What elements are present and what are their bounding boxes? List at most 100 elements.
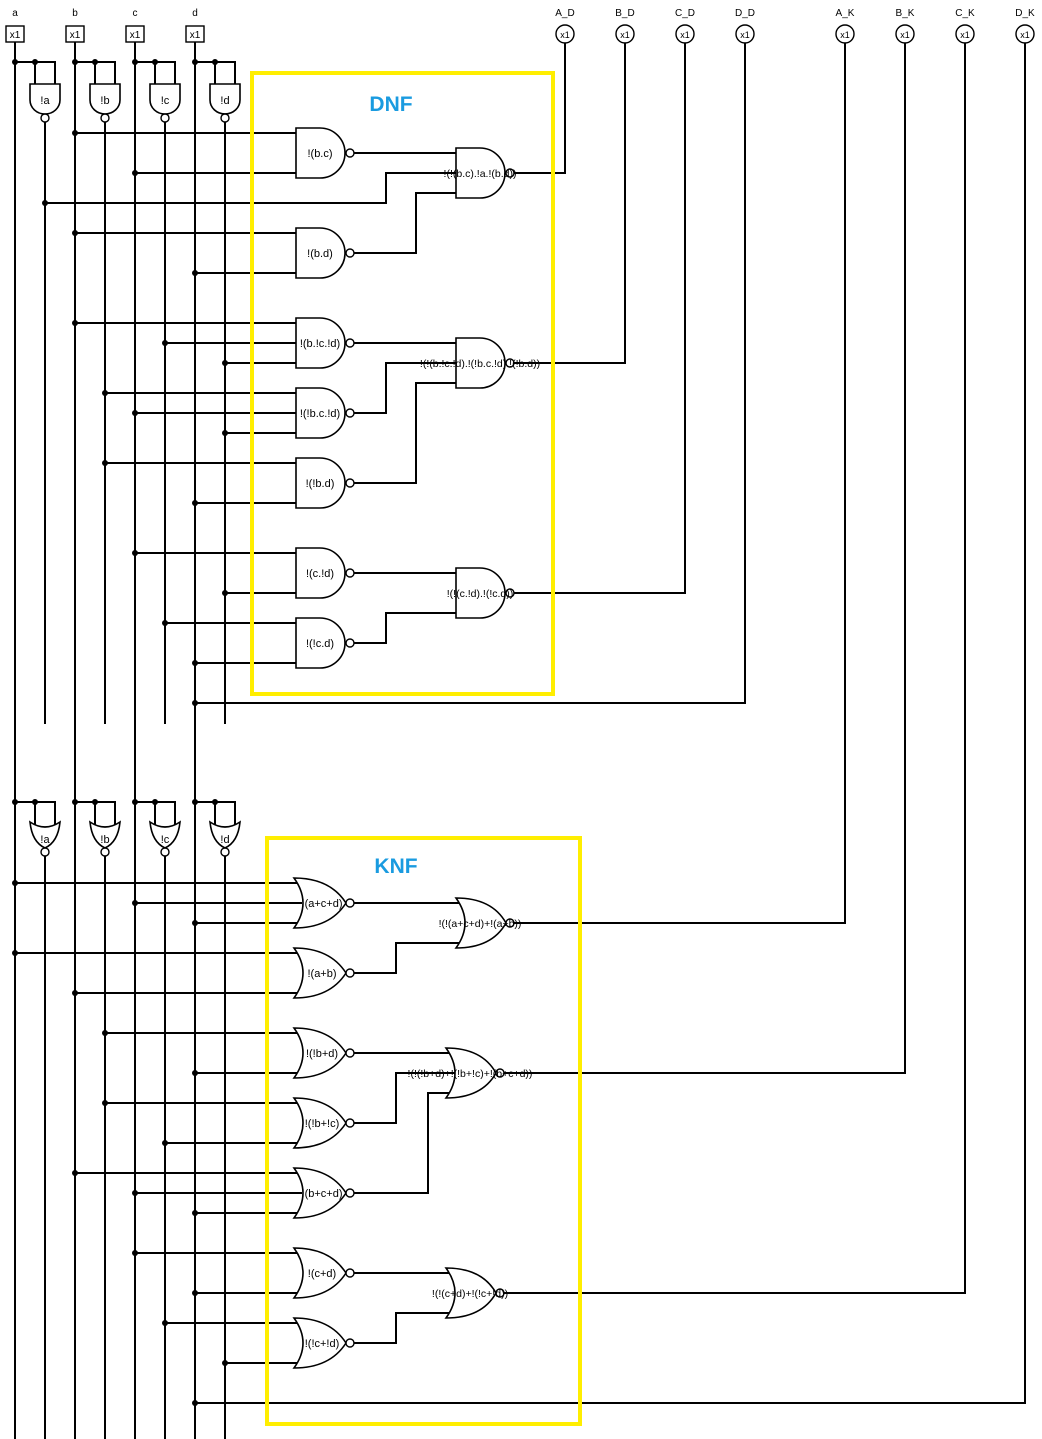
input-b-box: x1 [70,30,81,41]
knf-gate-2-label: !(a+b) [307,968,336,980]
output-B_K-box: x1 [900,30,910,40]
input-b: b x1 [65,8,85,43]
output-D_K: D_K x1 [1015,8,1035,44]
dnf-gate-2: !(b.d) [295,227,355,279]
knf-gate-5: !(b+c+d) [292,1167,355,1219]
dnf-out-2-label: !(!(b.!c.!d).!(!b.c.!d).!(!b.d)) [420,358,540,370]
dnf-gate-5-label: !(!b.d) [306,478,335,490]
dnf-gate-7: !(!c.d) [295,617,355,669]
knf-inverter-d: !d [192,799,241,857]
output-C_D: C_D x1 [675,8,695,44]
output-B_K: B_K x1 [895,8,915,44]
dnf-gate-4: !(!b.c.!d) [295,387,355,439]
knf-gate-2: !(a+b) [292,947,355,999]
dnf-box [250,71,555,696]
dnf-inv-c-label: !c [161,95,170,107]
knf-gate-4: !(!b+!c) [292,1097,355,1149]
knf-inverter-a: !a [12,799,61,857]
knf-out-1-label: !(!(a+c+d)+!(a+b)) [439,918,522,930]
knf-out-3-label: !(!(c+d)+!(!c+!d)) [432,1288,508,1300]
input-d-label: d [192,8,198,19]
knf-gate-1-label: !(a+c+d) [302,898,343,910]
input-a-label: a [12,8,18,19]
input-d: d x1 [185,8,205,43]
output-C_D-label: C_D [675,8,695,19]
dnf-out-gate-1: !(!(b.c).!a.!(b.d)) [444,147,517,199]
output-C_K-box: x1 [960,30,970,40]
output-C_K-label: C_K [955,8,975,19]
dnf-gate-7-label: !(!c.d) [306,638,334,650]
dnf-gate-2-label: !(b.d) [307,248,333,260]
dnf-title: DNF [369,93,412,116]
dnf-gate-1: !(b.c) [295,127,355,179]
dnf-gate-4-label: !(!b.c.!d) [300,408,340,420]
input-a-box: x1 [10,30,21,41]
output-C_K: C_K x1 [955,8,975,44]
output-B_D-box: x1 [620,30,630,40]
output-A_D-label: A_D [555,8,574,19]
knf-internal-wires [354,43,966,1344]
dnf-gate-6: !(c.!d) [295,547,355,599]
knf-inv-c-label: !c [161,834,170,846]
dnf-gate-1-label: !(b.c) [307,148,332,160]
knf-gate-6-label: !(c+d) [308,1268,336,1280]
knf-input-wires [12,43,1026,1406]
output-D_D: D_D x1 [735,8,755,44]
output-B_D-label: B_D [615,8,634,19]
dnf-inverter-d: !d [192,59,241,123]
dnf-inv-b-label: !b [100,95,109,107]
dnf-inverter-a: !a [12,59,61,123]
knf-gate-4-label: !(!b+!c) [305,1118,340,1130]
input-b-label: b [72,8,78,19]
output-A_D: A_D x1 [555,8,575,44]
output-D_D-label: D_D [735,8,755,19]
knf-box [265,836,582,1426]
knf-inverter-c: !c [132,799,181,857]
dnf-gate-3: !(b.!c.!d) [295,317,355,369]
input-c-box: x1 [130,30,141,41]
knf-out-2-label: !(!(!b+d)+!(!b+!c)+!(b+c+d)) [408,1068,533,1080]
input-a: a x1 [5,8,25,43]
dnf-out-3-label: !(!(c.!d).!(!c.d)) [447,588,514,600]
dnf-gate-6-label: !(c.!d) [306,568,334,580]
knf-out-gate-1: !(!(a+c+d)+!(a+b)) [439,897,522,949]
output-D_D-box: x1 [740,30,750,40]
knf-inv-b-label: !b [100,834,109,846]
knf-inv-a-label: !a [40,834,50,846]
knf-gate-3: !(!b+d) [292,1027,355,1079]
output-B_K-label: B_K [896,8,915,19]
dnf-gate-5: !(!b.d) [295,457,355,509]
input-c-label: c [133,8,138,19]
dnf-out-gate-2: !(!(b.!c.!d).!(!b.c.!d).!(!b.d)) [420,337,540,389]
input-buses [14,42,226,1439]
output-B_D: B_D x1 [615,8,635,44]
knf-out-gate-2: !(!(!b+d)+!(!b+!c)+!(b+c+d)) [408,1047,533,1099]
knf-gate-3-label: !(!b+d) [306,1048,338,1060]
knf-title: KNF [374,855,417,878]
input-c: c x1 [125,8,145,43]
knf-gate-1: !(a+c+d) [292,877,355,929]
dnf-input-wires [42,43,746,706]
output-D_K-box: x1 [1020,30,1030,40]
knf-gate-7: !(!c+!d) [292,1317,355,1369]
output-A_K-label: A_K [836,8,855,19]
dnf-internal-wires [354,43,686,644]
dnf-inv-a-label: !a [40,95,50,107]
dnf-inverter-c: !c [132,59,181,123]
knf-gate-7-label: !(!c+!d) [305,1338,340,1350]
knf-inv-d-label: !d [220,834,229,846]
output-D_K-label: D_K [1015,8,1035,19]
output-A_D-box: x1 [560,30,570,40]
knf-gate-6: !(c+d) [292,1247,355,1299]
dnf-gate-3-label: !(b.!c.!d) [300,338,340,350]
knf-inverter-b: !b [72,799,121,857]
dnf-out-1-label: !(!(b.c).!a.!(b.d)) [444,168,517,180]
input-d-box: x1 [190,30,201,41]
knf-gate-5-label: !(b+c+d) [302,1188,343,1200]
output-C_D-box: x1 [680,30,690,40]
dnf-inverter-b: !b [72,59,121,123]
knf-out-gate-3: !(!(c+d)+!(!c+!d)) [432,1267,508,1319]
dnf-out-gate-3: !(!(c.!d).!(!c.d)) [447,567,515,619]
output-A_K: A_K x1 [835,8,855,44]
